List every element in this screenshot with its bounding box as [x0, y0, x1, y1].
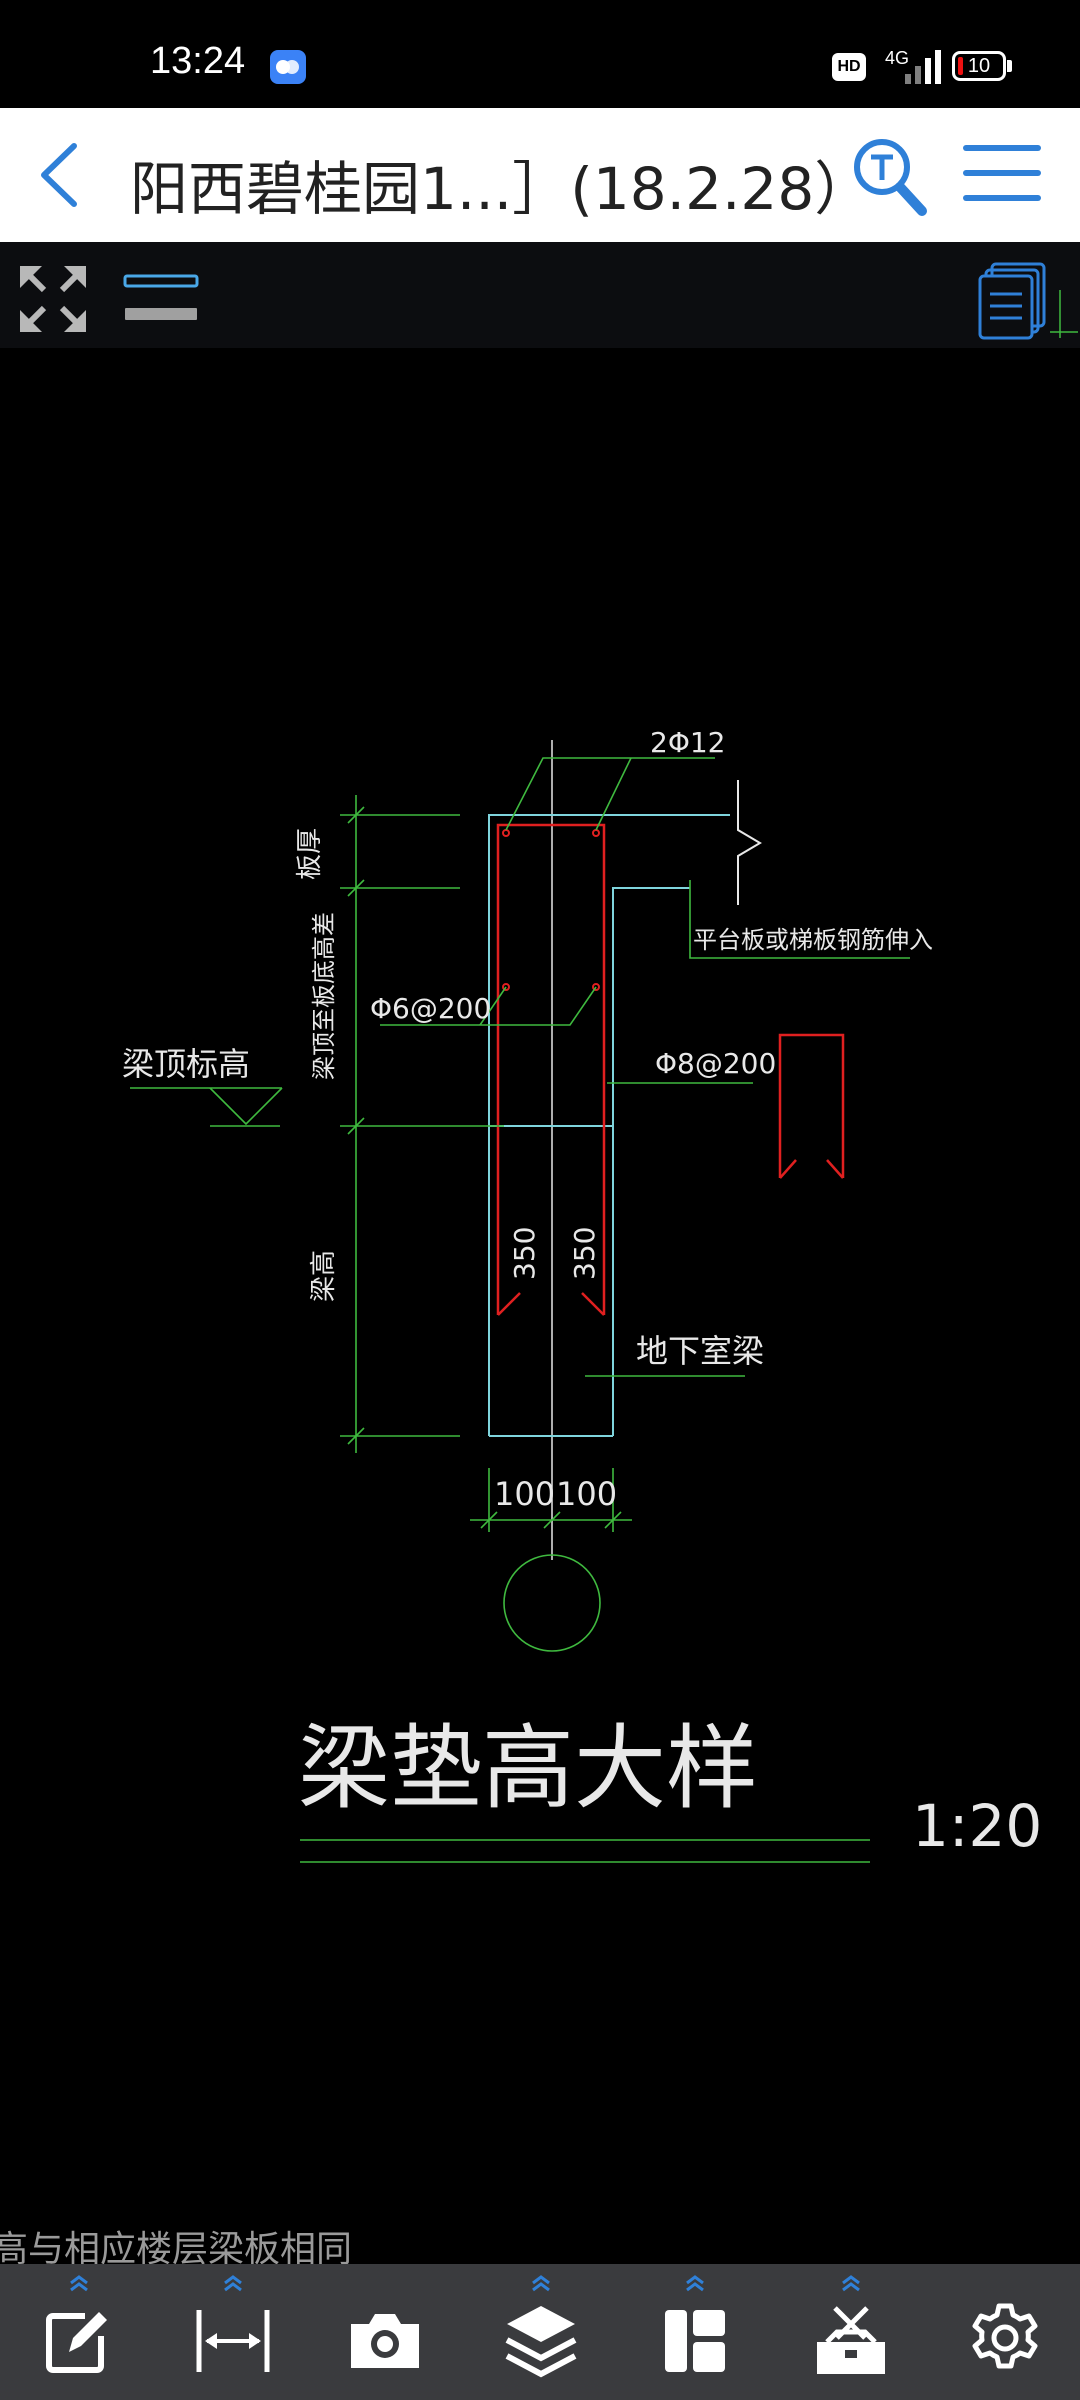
text-search-icon — [854, 139, 927, 216]
network-type: 4G — [885, 48, 910, 68]
view-toolbar — [0, 242, 1080, 348]
partial-note-text: 高与相应楼层梁板相同 — [0, 2229, 353, 2270]
documents-stack-icon — [978, 262, 1078, 340]
menu-button[interactable] — [962, 138, 1042, 208]
status-time: 13:24 — [150, 40, 246, 82]
title-bar: 阳西碧桂园1...］(18.2.28） — [0, 108, 1080, 242]
label-phi8: Φ8@200 — [655, 1047, 776, 1080]
measure-button[interactable] — [168, 2264, 298, 2400]
annotate-button[interactable] — [14, 2264, 144, 2400]
label-350-left: 350 — [508, 1227, 541, 1280]
toolbox-icon — [817, 2306, 885, 2374]
label-100-left: 100 — [494, 1475, 555, 1513]
label-basement-beam: 地下室梁 — [636, 1332, 764, 1370]
chevron-up-icon — [842, 2275, 860, 2292]
app-notification-icon — [270, 50, 306, 84]
expand-icon — [20, 266, 86, 332]
document-title: 阳西碧桂园1...］(18.2.28） — [130, 155, 873, 223]
label-phi6: Φ6@200 — [370, 992, 491, 1025]
hamburger-menu-icon — [963, 145, 1041, 201]
toolbox-button[interactable] — [786, 2264, 916, 2400]
settings-button[interactable] — [940, 2264, 1070, 2400]
fullscreen-button[interactable] — [16, 262, 90, 336]
label-ban-hou: 板厚 — [295, 828, 325, 880]
camera-icon — [351, 2314, 419, 2368]
layers-icon — [505, 2306, 577, 2378]
layouts-button[interactable] — [978, 260, 1078, 340]
label-platform: 平台板或梯板钢筋伸入 — [693, 926, 933, 954]
edit-icon — [46, 2312, 107, 2373]
text-search-button[interactable] — [850, 133, 930, 217]
chevron-up-icon — [686, 2275, 704, 2292]
chevron-up-icon — [532, 2275, 550, 2292]
label-100-right: 100 — [556, 1475, 617, 1513]
drawing-scale: 1:20 — [912, 1792, 1042, 1860]
layers-button[interactable] — [476, 2264, 606, 2400]
label-beam-top-elev: 梁顶标高 — [122, 1045, 250, 1083]
label-2phi12: 2Φ12 — [650, 726, 725, 759]
bottom-toolbar — [0, 2264, 1080, 2400]
line-weight-toggle[interactable] — [122, 264, 200, 332]
hd-badge: HD — [832, 53, 866, 81]
signal-icon — [905, 48, 945, 84]
line-weight-icon — [123, 274, 199, 320]
label-slab-diff: 梁顶至板底高差 — [310, 912, 338, 1080]
measure-icon — [196, 2310, 270, 2372]
battery-icon: 10 — [952, 51, 1006, 81]
drawing-title: 梁垫高大样 — [298, 1715, 758, 1822]
cad-drawing[interactable]: 2Φ12 板厚 梁顶至板底高差 Φ6@200 梁顶标高 平台板或梯板钢筋伸入 Φ… — [0, 348, 1080, 2264]
label-350-right: 350 — [568, 1227, 601, 1280]
label-beam-height: 梁高 — [309, 1250, 339, 1302]
status-bar: 13:24 HD 4G 10 — [0, 0, 1080, 108]
back-button[interactable] — [30, 138, 100, 212]
chevron-left-icon — [41, 143, 77, 207]
camera-button[interactable] — [320, 2264, 450, 2400]
chevron-up-icon — [224, 2275, 242, 2292]
settings-icon — [972, 2303, 1038, 2369]
chevron-up-icon — [70, 2275, 88, 2292]
drawing-canvas[interactable]: 2Φ12 板厚 梁顶至板底高差 Φ6@200 梁顶标高 平台板或梯板钢筋伸入 Φ… — [0, 348, 1080, 2264]
battery-level: 10 — [967, 55, 991, 77]
layout-button[interactable] — [630, 2264, 760, 2400]
layout-icon — [665, 2310, 725, 2372]
